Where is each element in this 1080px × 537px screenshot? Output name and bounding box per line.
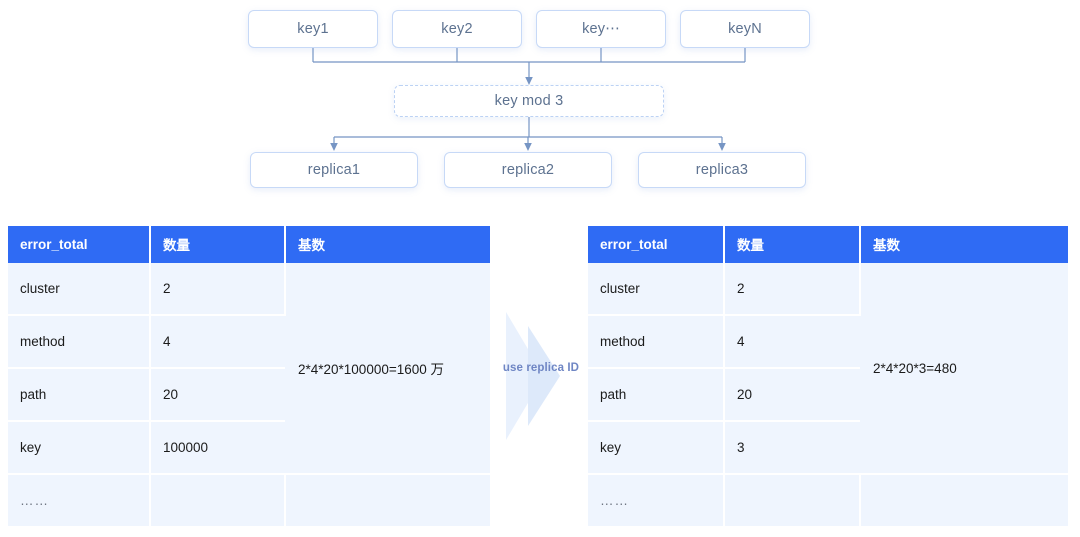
cell-label: cluster [8, 263, 151, 316]
table-row: …… [588, 474, 1068, 526]
table-row: cluster 2 2*4*20*100000=1600 万 [8, 263, 490, 475]
cell-label: cluster [588, 263, 725, 316]
column-header-error-total: error_total [8, 226, 151, 263]
key-node-n-label: keyN [728, 21, 762, 37]
cell-count: 2 [724, 263, 861, 316]
cell-count [150, 474, 286, 526]
column-header-count: 数量 [150, 226, 286, 263]
key-node-1-label: key1 [297, 21, 329, 37]
table-row: …… [8, 474, 490, 526]
cell-count: 100000 [150, 421, 285, 475]
cell-count: 20 [724, 368, 860, 422]
cell-cardinality [860, 474, 1068, 526]
replica-node-2-label: replica2 [501, 162, 555, 178]
transition-arrow-group: use replica ID [492, 296, 588, 456]
cell-label: key [588, 421, 725, 475]
table-row: method 4 [588, 315, 1068, 369]
hash-distribution-diagram: key1 key2 key⋯ keyN key mod 3 replica1 r… [0, 0, 1080, 212]
cell-label: …… [588, 474, 725, 526]
cell-count: 2 [150, 263, 286, 316]
table-row: path 20 [588, 368, 1068, 422]
replica-node-2[interactable]: replica2 [444, 152, 612, 188]
transition-label: use replica ID [502, 362, 580, 374]
key-node-ellipsis[interactable]: key⋯ [536, 10, 666, 48]
cell-count: 3 [724, 421, 860, 475]
cell-cardinality-total: 2*4*20*100000=1600 万 [285, 263, 490, 475]
table-row: key 100000 [8, 421, 490, 475]
chevron-arrow-icon [506, 312, 560, 440]
replica-node-3-label: replica3 [695, 162, 749, 178]
cell-label: method [588, 315, 725, 369]
table-row: method 4 [8, 315, 490, 369]
table-row: key 3 [588, 421, 1068, 475]
cell-count: 20 [150, 368, 285, 422]
column-header-cardinality: 基数 [860, 226, 1068, 263]
cell-count [724, 474, 861, 526]
error-total-table-after: error_total 数量 基数 cluster 2 2*4*20*3=480… [588, 226, 1068, 526]
key-node-2[interactable]: key2 [392, 10, 522, 48]
replica-node-3[interactable]: replica3 [638, 152, 806, 188]
cell-label: path [8, 368, 151, 422]
cell-count: 4 [150, 315, 285, 369]
cell-cardinality [285, 474, 490, 526]
cell-label: key [8, 421, 151, 475]
hash-function-node[interactable]: key mod 3 [394, 85, 664, 117]
table-row: path 20 [8, 368, 490, 422]
replica-node-1[interactable]: replica1 [250, 152, 418, 188]
key-node-2-label: key2 [441, 21, 473, 37]
hash-function-label: key mod 3 [494, 93, 564, 109]
cell-label: …… [8, 474, 151, 526]
table-row: cluster 2 2*4*20*3=480 [588, 263, 1068, 475]
column-header-error-total: error_total [588, 226, 725, 263]
replica-node-1-label: replica1 [307, 162, 361, 178]
cell-label: method [8, 315, 151, 369]
error-total-table-before: error_total 数量 基数 cluster 2 2*4*20*10000… [8, 226, 490, 526]
cell-label: path [588, 368, 725, 422]
table-header-row: error_total 数量 基数 [588, 226, 1068, 263]
key-node-ellipsis-label: key⋯ [582, 21, 620, 37]
column-header-cardinality: 基数 [285, 226, 490, 263]
cell-count: 4 [724, 315, 860, 369]
key-node-1[interactable]: key1 [248, 10, 378, 48]
cell-cardinality-total: 2*4*20*3=480 [860, 263, 1068, 475]
table-header-row: error_total 数量 基数 [8, 226, 490, 263]
column-header-count: 数量 [724, 226, 861, 263]
key-node-n[interactable]: keyN [680, 10, 810, 48]
